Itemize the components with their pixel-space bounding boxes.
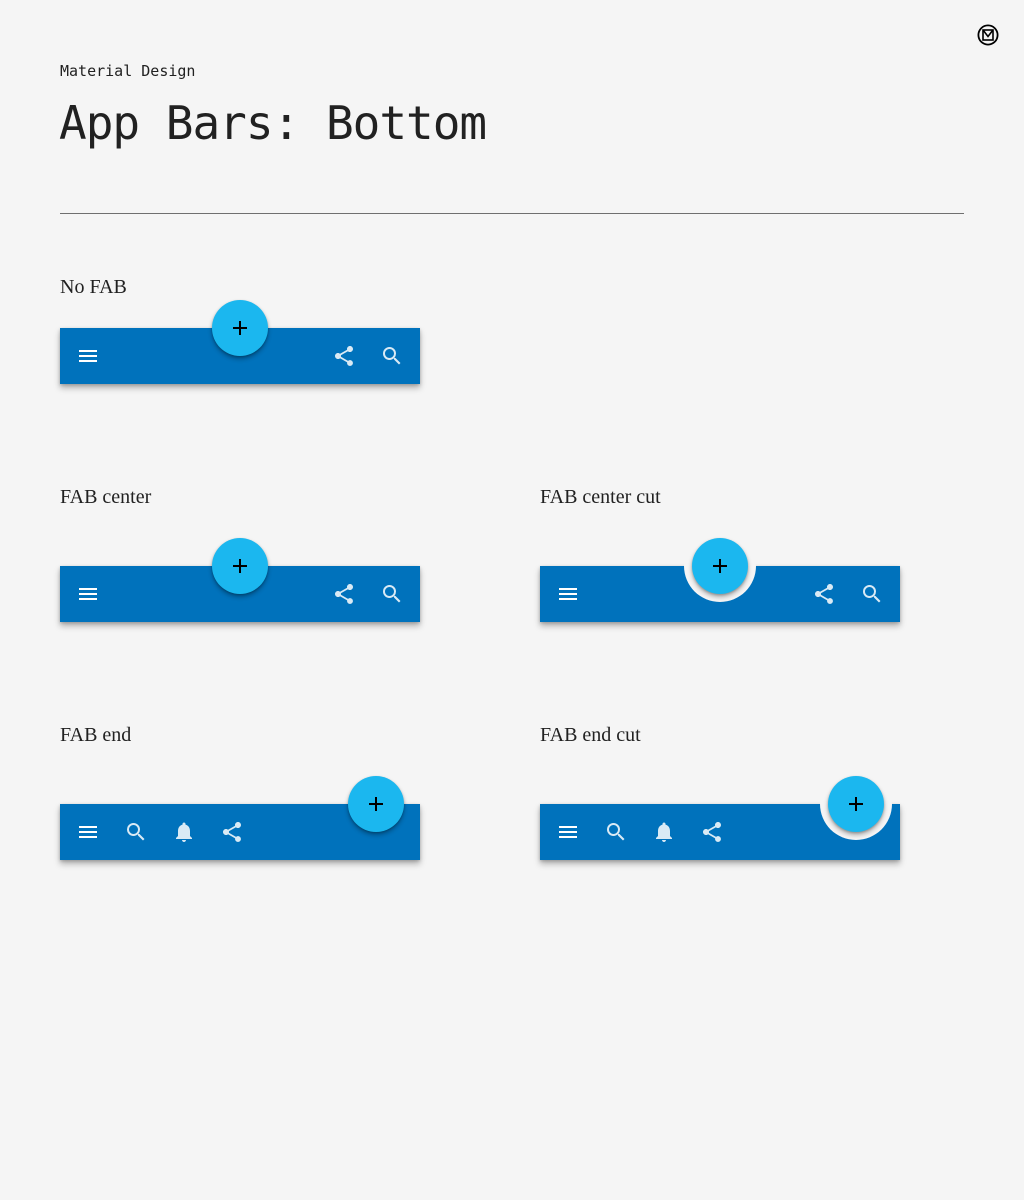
- bell-icon[interactable]: [652, 820, 676, 844]
- share-icon[interactable]: [332, 344, 356, 368]
- search-icon[interactable]: [604, 820, 628, 844]
- section-title: FAB end: [60, 724, 132, 746]
- section-fab-center: FAB center: [60, 484, 420, 634]
- share-icon[interactable]: [700, 820, 724, 844]
- page-title: App Bars: Bottom: [59, 96, 487, 150]
- add-fab[interactable]: [212, 300, 268, 356]
- share-icon[interactable]: [812, 582, 836, 606]
- header-divider: [60, 213, 964, 214]
- material-logo-icon[interactable]: [977, 24, 999, 46]
- search-icon[interactable]: [380, 344, 404, 368]
- menu-icon[interactable]: [556, 582, 580, 606]
- section-title: No FAB: [60, 276, 127, 298]
- add-icon: [228, 554, 252, 578]
- share-icon[interactable]: [220, 820, 244, 844]
- share-icon[interactable]: [332, 582, 356, 606]
- menu-icon[interactable]: [556, 820, 580, 844]
- section-title: FAB center cut: [540, 486, 661, 508]
- menu-icon[interactable]: [76, 582, 100, 606]
- add-fab[interactable]: [348, 776, 404, 832]
- add-fab[interactable]: [212, 538, 268, 594]
- search-icon[interactable]: [380, 582, 404, 606]
- menu-icon[interactable]: [76, 344, 100, 368]
- search-icon[interactable]: [124, 820, 148, 844]
- search-icon[interactable]: [860, 582, 884, 606]
- add-icon: [364, 792, 388, 816]
- add-icon: [228, 316, 252, 340]
- add-fab[interactable]: [692, 538, 748, 594]
- section-fab-end-cut: FAB end cut: [540, 722, 900, 872]
- section-no-fab: No FAB: [60, 274, 420, 394]
- section-title: FAB center: [60, 486, 152, 508]
- add-icon: [844, 792, 868, 816]
- add-fab[interactable]: [828, 776, 884, 832]
- menu-icon[interactable]: [76, 820, 100, 844]
- section-fab-end: FAB end: [60, 722, 420, 872]
- section-fab-center-cut: FAB center cut: [540, 484, 900, 634]
- eyebrow-text: Material Design: [60, 62, 196, 80]
- add-icon: [708, 554, 732, 578]
- section-title: FAB end cut: [540, 724, 641, 746]
- bell-icon[interactable]: [172, 820, 196, 844]
